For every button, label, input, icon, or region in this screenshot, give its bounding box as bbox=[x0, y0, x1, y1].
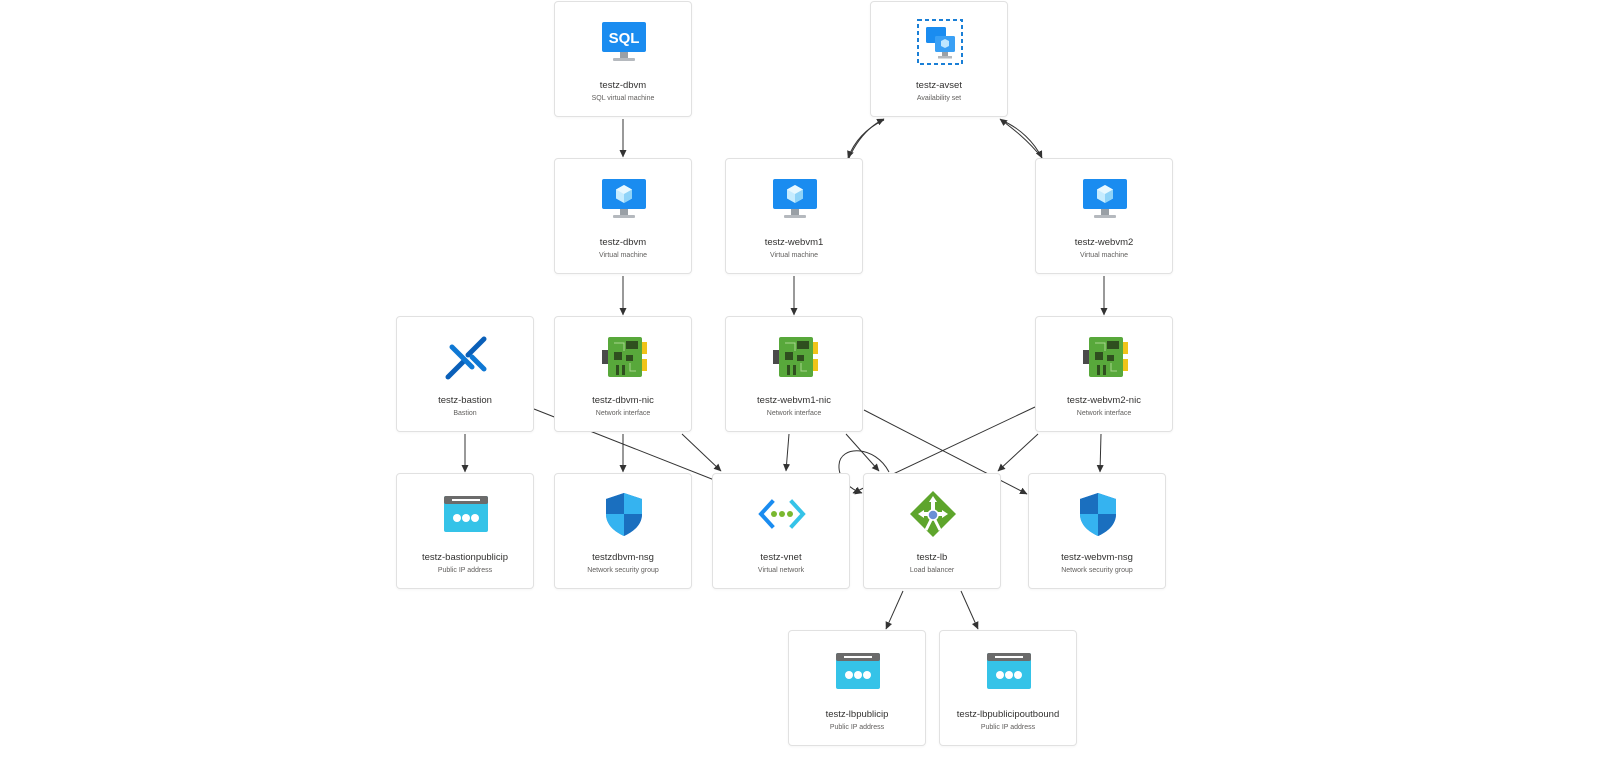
nsg-shield-icon bbox=[1074, 490, 1122, 538]
node-name: testz-webvm1 bbox=[764, 237, 824, 248]
node-availability-set[interactable]: testz-avset Availability set bbox=[870, 1, 1008, 117]
load-balancer-icon bbox=[909, 490, 957, 538]
node-name: testzdbvm-nsg bbox=[592, 552, 654, 563]
node-type: Public IP address bbox=[437, 567, 493, 574]
svg-text:SQL: SQL bbox=[609, 30, 640, 47]
node-name: testz-lb bbox=[916, 552, 948, 563]
availability-set-icon bbox=[916, 18, 964, 66]
public-ip-icon bbox=[442, 490, 490, 538]
node-type: SQL virtual machine bbox=[591, 95, 655, 102]
node-name: testz-lbpublicip bbox=[825, 709, 889, 720]
node-virtual-machine-web1[interactable]: testz-webvm1 Virtual machine bbox=[725, 158, 863, 274]
node-type: Public IP address bbox=[829, 724, 885, 731]
node-name: testz-dbvm-nic bbox=[592, 395, 654, 406]
virtual-machine-icon bbox=[1081, 175, 1129, 223]
node-nsg-db[interactable]: testzdbvm-nsg Network security group bbox=[554, 473, 692, 589]
edge-web2nic-to-webnsg bbox=[1096, 433, 1104, 473]
node-load-balancer[interactable]: testz-lb Load balancer bbox=[863, 473, 1001, 589]
node-name: testz-webvm2 bbox=[1074, 237, 1134, 248]
node-name: testz-dbvm bbox=[599, 237, 647, 248]
node-name: testz-webvm-nsg bbox=[1061, 552, 1133, 563]
virtual-machine-icon bbox=[600, 175, 648, 223]
network-interface-icon bbox=[1081, 333, 1129, 381]
node-type: Virtual machine bbox=[769, 252, 819, 259]
node-type: Bastion bbox=[453, 410, 477, 417]
node-type: Load balancer bbox=[909, 567, 955, 574]
node-virtual-network[interactable]: testz-vnet Virtual network bbox=[712, 473, 850, 589]
virtual-machine-icon bbox=[771, 175, 819, 223]
node-type: Virtual machine bbox=[598, 252, 648, 259]
node-type: Virtual machine bbox=[1079, 252, 1129, 259]
edge-lb-to-lbip bbox=[885, 590, 904, 630]
node-name: testz-vnet bbox=[760, 552, 802, 563]
edge-web2nic-to-lb bbox=[997, 433, 1039, 472]
node-nsg-web[interactable]: testz-webvm-nsg Network security group bbox=[1028, 473, 1166, 589]
node-public-ip-lb[interactable]: testz-lbpublicip Public IP address bbox=[788, 630, 926, 746]
node-type: Network interface bbox=[766, 410, 822, 417]
node-name: testz-bastionpublicip bbox=[421, 552, 509, 563]
public-ip-icon bbox=[985, 647, 1033, 695]
edge-avset-to-webvm1 bbox=[847, 119, 885, 159]
edge-web1nic-to-lb bbox=[845, 433, 880, 472]
node-type: Network interface bbox=[595, 410, 651, 417]
edge-avset-to-webvm2 bbox=[1000, 119, 1043, 159]
node-network-interface-db[interactable]: testz-dbvm-nic Network interface bbox=[554, 316, 692, 432]
node-network-interface-web1[interactable]: testz-webvm1-nic Network interface bbox=[725, 316, 863, 432]
network-interface-icon bbox=[771, 333, 819, 381]
node-type: Availability set bbox=[916, 95, 962, 102]
node-name: testz-webvm1-nic bbox=[757, 395, 831, 406]
edge-lb-to-lbipout bbox=[960, 590, 979, 630]
edge-webvm2-to-avset bbox=[999, 118, 1043, 159]
node-virtual-machine-web2[interactable]: testz-webvm2 Virtual machine bbox=[1035, 158, 1173, 274]
node-bastion[interactable]: testz-bastion Bastion bbox=[396, 316, 534, 432]
node-name: testz-bastion bbox=[438, 395, 492, 406]
edge-dbnic-to-vnet bbox=[681, 433, 722, 472]
node-type: Network security group bbox=[587, 567, 659, 574]
edge-web1nic-to-vnet bbox=[783, 433, 791, 472]
network-interface-icon bbox=[600, 333, 648, 381]
sql-vm-icon: SQL bbox=[600, 18, 648, 66]
node-type: Virtual network bbox=[757, 567, 805, 574]
node-type: Public IP address bbox=[980, 724, 1036, 731]
node-type: Network security group bbox=[1061, 567, 1133, 574]
node-name: testz-lbpublicipoutbound bbox=[956, 709, 1060, 720]
bastion-icon bbox=[442, 333, 490, 381]
node-public-ip-lb-outbound[interactable]: testz-lbpublicipoutbound Public IP addre… bbox=[939, 630, 1077, 746]
virtual-network-icon bbox=[758, 490, 806, 538]
public-ip-icon bbox=[834, 647, 882, 695]
node-network-interface-web2[interactable]: testz-webvm2-nic Network interface bbox=[1035, 316, 1173, 432]
node-type: Network interface bbox=[1076, 410, 1132, 417]
node-sql-vm[interactable]: SQL testz-dbvm SQL virtual machine bbox=[554, 1, 692, 117]
node-name: testz-webvm2-nic bbox=[1067, 395, 1141, 406]
node-public-ip-bastion[interactable]: testz-bastionpublicip Public IP address bbox=[396, 473, 534, 589]
edge-webvm1-to-avset bbox=[848, 118, 885, 159]
nsg-shield-icon bbox=[600, 490, 648, 538]
node-name: testz-dbvm bbox=[599, 80, 647, 91]
node-virtual-machine-db[interactable]: testz-dbvm Virtual machine bbox=[554, 158, 692, 274]
node-name: testz-avset bbox=[916, 80, 962, 91]
